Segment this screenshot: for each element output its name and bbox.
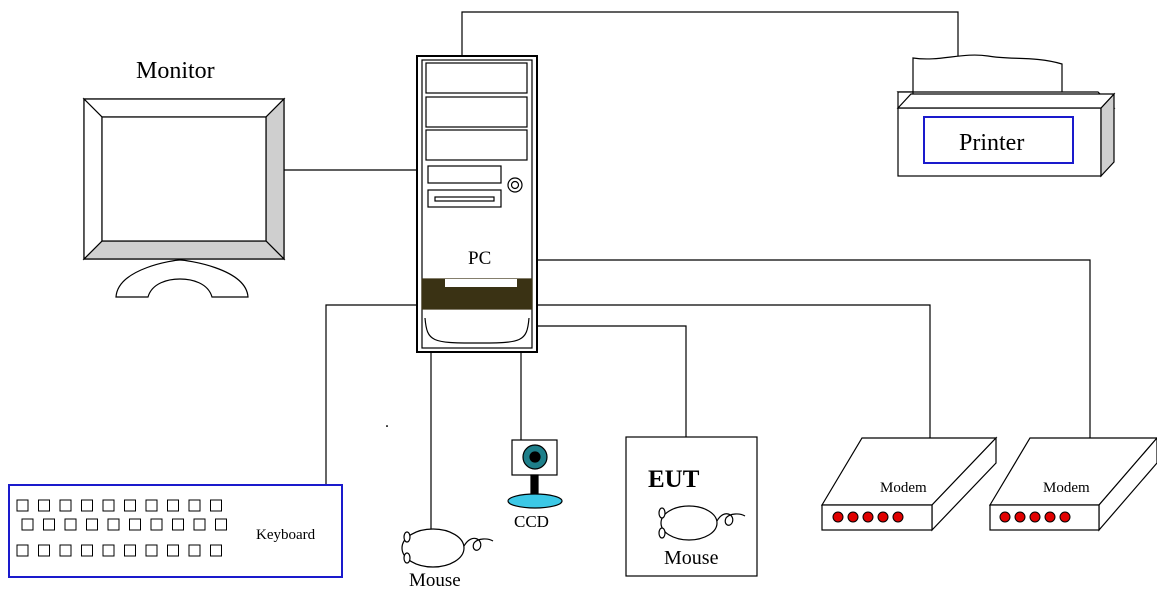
keyboard-key [81,499,93,512]
connections [284,11,1091,530]
keyboard-key [188,499,201,512]
keyboard-key [59,499,72,512]
keyboard-key [59,544,72,557]
keyboard-key [145,499,158,512]
wire-pc-modem-2 [537,259,1091,438]
printer-icon [896,54,1116,178]
keyboard-key [21,518,34,531]
keyboard-key [102,544,115,557]
keyboard-label: Keyboard [256,527,316,543]
modem-icon [988,437,1157,532]
ccd-camera-icon [507,439,563,509]
wire-pc-modem-1 [537,304,931,438]
keyboard-key [102,499,115,512]
keyboard-key [193,518,206,531]
keyboard-key [16,499,29,512]
keyboard-key [107,518,120,531]
ccd-label: CCD [514,512,549,531]
keyboard-key [43,518,55,531]
keyboard-key [124,499,136,512]
keyboard-icon [8,484,343,578]
pc-label: PC [468,248,491,269]
keyboard-key [188,544,201,557]
keyboard-key [129,518,141,531]
keyboard-key [215,518,227,531]
modem-1-label: Modem [880,480,927,496]
keyboard-key [167,499,179,512]
keyboard-key [38,544,50,557]
wire-pc-printer [461,11,959,58]
eut-label: EUT [648,466,700,493]
mouse-host-label: Mouse [409,570,461,590]
monitor-icon [82,97,286,298]
keyboard-key [145,544,158,557]
mouse-icon [658,505,746,541]
keyboard-key [124,544,136,557]
keyboard-key [210,499,222,512]
keyboard-key [172,518,184,531]
keyboard-key [38,499,50,512]
keyboard-key [86,518,98,531]
wire-pc-keyboard [325,304,417,485]
stray-dot: . [385,414,389,431]
keyboard-key [64,518,77,531]
keyboard-key [16,544,29,557]
tower-pc-icon [416,55,538,353]
mouse-icon [401,528,494,568]
keyboard-key [167,544,179,557]
pc-drive-notch [445,279,517,287]
keyboard-key [210,544,222,557]
wire-pc-eut [537,325,687,437]
monitor-label: Monitor [136,58,215,84]
keyboard-key [81,544,93,557]
mouse-eut-label: Mouse [664,547,719,569]
keyboard-key [150,518,163,531]
printer-label: Printer [959,130,1024,156]
modem-2-label: Modem [1043,480,1090,496]
modem-icon [820,436,998,532]
